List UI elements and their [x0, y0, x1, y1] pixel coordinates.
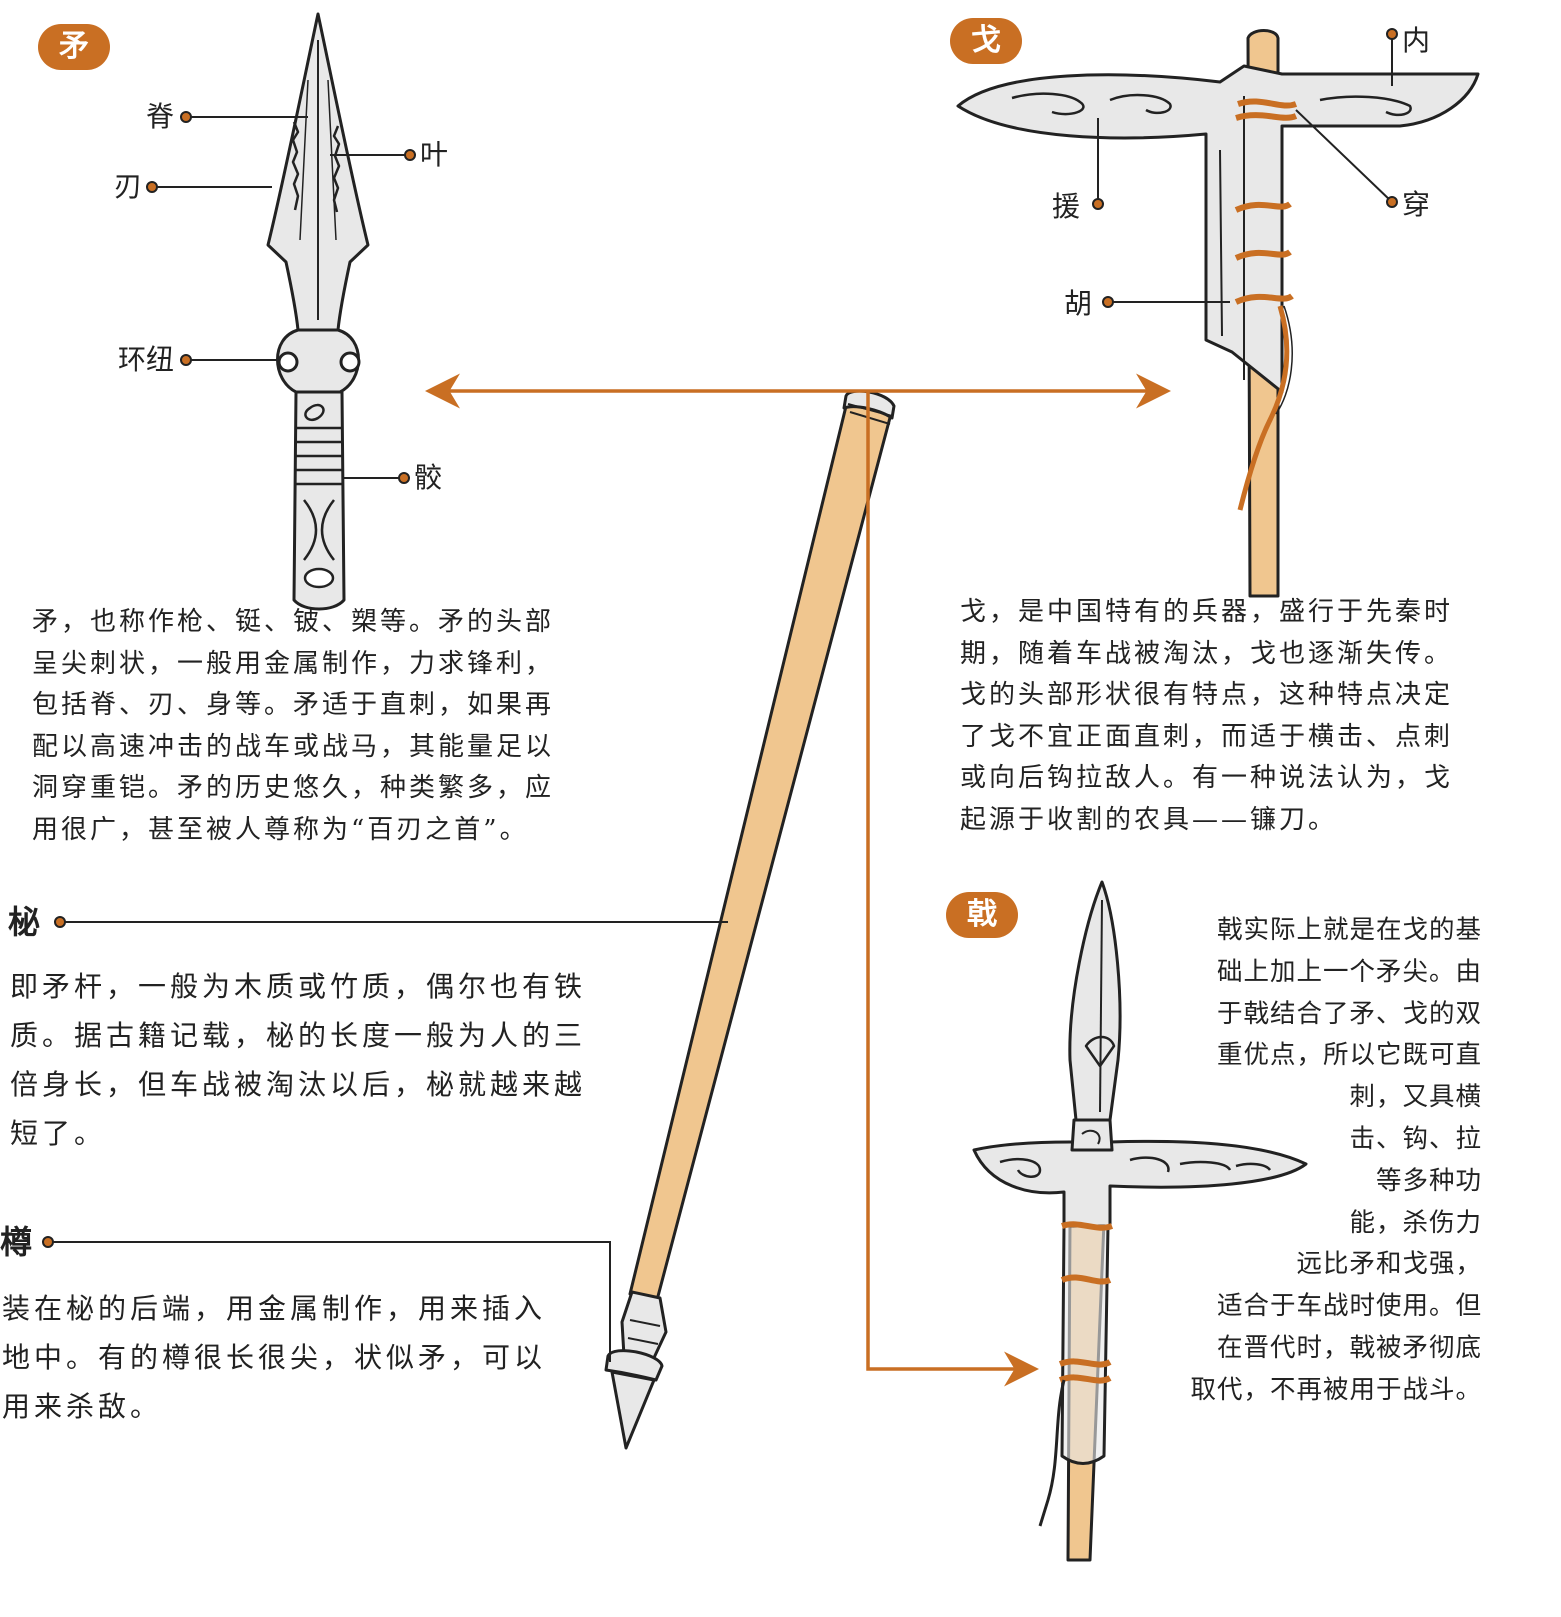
bi-text-line: 倍身长，但车战被淘汰以后，柲就越来越	[10, 1068, 587, 1101]
zun-text-line: 用来杀敌。	[2, 1390, 163, 1423]
ji-text-line: 重优点，所以它既可直	[1216, 1040, 1482, 1071]
ji-halberd	[972, 880, 1308, 1562]
ge-leader-lines	[1092, 28, 1398, 308]
ge-text-line: 起源于收割的农具——镰刀。	[960, 804, 1338, 835]
ge-badge: 戈	[950, 18, 1022, 64]
bi-zun-leader-lines	[42, 916, 728, 1362]
mao-text-line: 配以高速冲击的战车或战马，其能量足以	[32, 731, 555, 762]
bi-description: 即矛杆，一般为木质或竹质，偶尔也有铁 质。据古籍记载，柲的长度一般为人的三 倍身…	[10, 962, 586, 1158]
ji-text-line: 取代，不再被用于战斗。	[1190, 1374, 1482, 1405]
mao-text-line: 用很广，甚至被人尊称为“百刃之首”。	[32, 814, 529, 845]
ji-text-line: 于戟结合了矛、戈的双	[1216, 998, 1482, 1029]
mao-description: 矛，也称作枪、铤、铍、槊等。矛的头部 呈尖刺状，一般用金属制作，力求锋利， 包括…	[32, 602, 554, 851]
ji-text-line: 击、钩、拉	[1349, 1123, 1482, 1154]
ji-badge: 戟	[946, 892, 1018, 938]
mao-spearhead	[266, 12, 370, 611]
zun-title: 樽	[0, 1223, 33, 1261]
ji-text-line: 适合于车战时使用。但	[1216, 1291, 1482, 1322]
ji-text-line: 能，杀伤力	[1349, 1207, 1482, 1238]
mao-badge: 矛	[38, 24, 110, 70]
ge-text-line: 了戈不宜正面直刺，而适于横击、点刺	[960, 721, 1454, 752]
connector-arrows	[425, 373, 1171, 1387]
ge-text-line: 戈的头部形状很有特点，这种特点决定	[960, 680, 1454, 710]
bi-text-line: 短了。	[10, 1117, 107, 1150]
mao-text-line: 呈尖刺状，一般用金属制作，力求锋利，	[32, 648, 555, 679]
mao-text-line: 包括脊、刃、身等。矛适于直刺，如果再	[32, 690, 555, 720]
ge-description: 戈，是中国特有的兵器，盛行于先秦时 期，随着车战被淘汰，戈也逐渐失传。 戈的头部…	[960, 592, 1453, 841]
ji-text-line: 刺，又具横	[1349, 1082, 1482, 1113]
label-ren-blade: 刃	[114, 170, 143, 203]
ge-text-line: 期，随着车战被淘汰，戈也逐渐失传。	[960, 638, 1454, 669]
bi-text-line: 质。据古籍记载，柲的长度一般为人的三	[10, 1019, 587, 1052]
label-ye-leaf: 叶	[420, 138, 449, 171]
bi-title: 柲	[8, 903, 41, 941]
ge-text-line: 戈，是中国特有的兵器，盛行于先秦时	[960, 597, 1454, 627]
label-hu-neck: 胡	[1064, 287, 1093, 320]
ji-text-line: 础上加上一个矛尖。由	[1216, 956, 1482, 987]
zun-text-line: 地中。有的樽很长很尖，状似矛，可以	[2, 1341, 547, 1374]
ji-text-line: 等多种功	[1375, 1165, 1482, 1196]
ji-text-line: 在晋代时，戟被矛彻底	[1216, 1332, 1482, 1363]
label-yuan-blade: 援	[1052, 190, 1081, 223]
ge-dagger-axe	[956, 29, 1480, 598]
label-huanniu-ring: 环纽	[118, 343, 175, 376]
ge-text-line: 或向后钩拉敌人。有一种说法认为，戈	[960, 763, 1454, 793]
mao-leader-lines	[146, 111, 416, 484]
bi-shaft	[604, 389, 896, 1450]
label-ji-spine: 脊	[146, 100, 175, 133]
label-chuan-hole: 穿	[1402, 188, 1431, 221]
mao-text-line: 矛，也称作枪、铤、铍、槊等。矛的头部	[32, 607, 555, 637]
ji-description: 戟实际上就是在戈的基 础上加上一个矛尖。由 于戟结合了矛、戈的双 重优点，所以它…	[1180, 910, 1482, 1412]
label-nei-tang: 内	[1402, 24, 1431, 57]
ji-text-line: 戟实际上就是在戈的基	[1216, 915, 1482, 945]
bi-text-line: 即矛杆，一般为木质或竹质，偶尔也有铁	[10, 970, 587, 1003]
label-jiao-socket: 骹	[414, 461, 443, 494]
mao-text-line: 洞穿重铠。矛的历史悠久，种类繁多，应	[32, 773, 555, 803]
ji-text-line: 远比矛和戈强，	[1296, 1249, 1482, 1280]
zun-description: 装在柲的后端，用金属制作，用来插入 地中。有的樽很长很尖，状似矛，可以 用来杀敌…	[2, 1284, 546, 1431]
zun-text-line: 装在柲的后端，用金属制作，用来插入	[2, 1292, 547, 1325]
